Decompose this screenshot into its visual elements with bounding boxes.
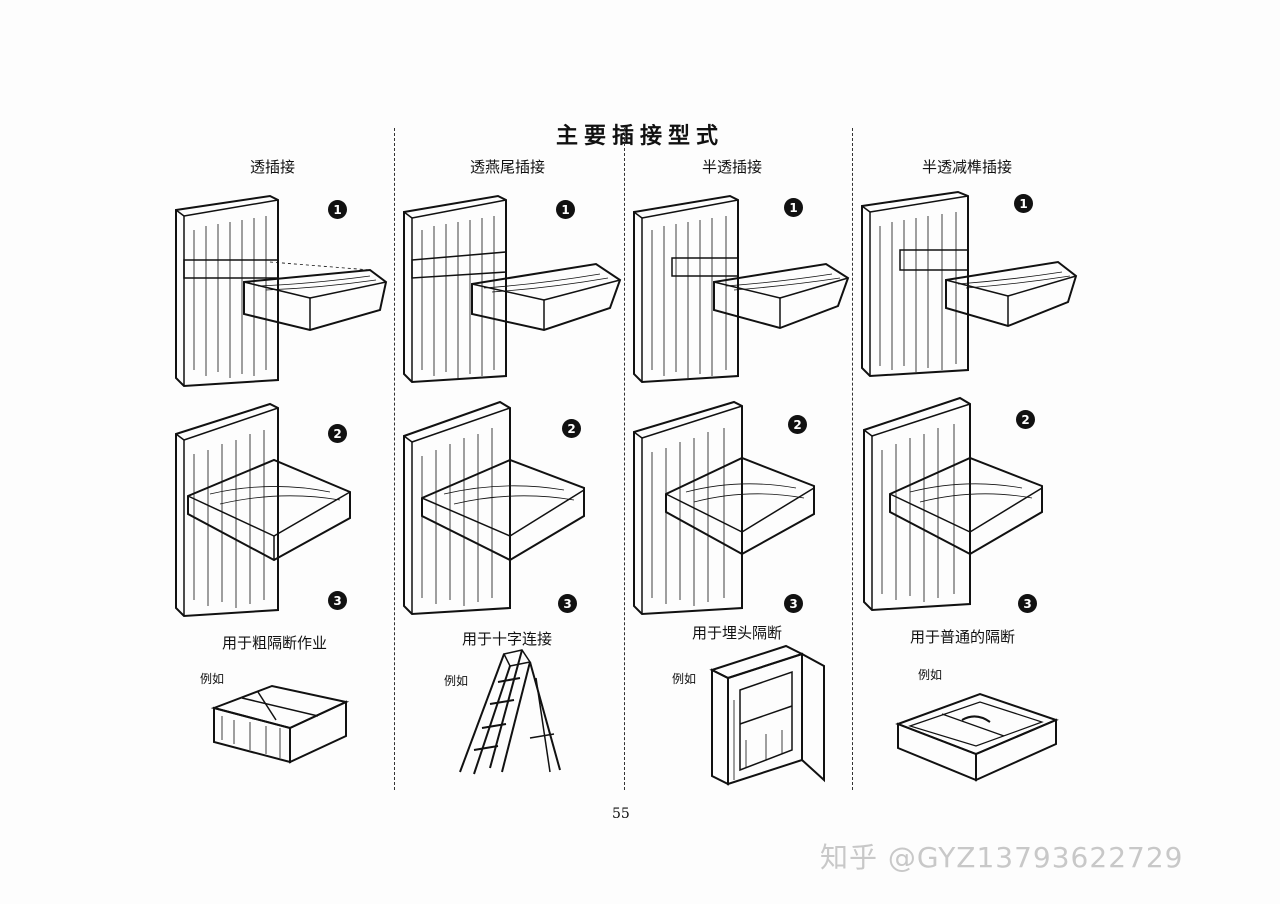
watermark: 知乎 @GYZ13793622729 (820, 841, 1184, 874)
cabinet-icon (709, 644, 825, 786)
column-title: 透插接 (250, 158, 296, 176)
usage-caption: 用于粗隔断作业 (222, 634, 328, 652)
page-number: 55 (612, 806, 630, 822)
step-badge: 3 (328, 591, 347, 610)
step-badge: 1 (328, 200, 347, 219)
assembled-joint-diagram (863, 396, 1043, 612)
step-badge: 1 (556, 200, 575, 219)
example-label: 例如 (672, 672, 697, 686)
example-label: 例如 (444, 674, 469, 688)
step-badge: 1 (1014, 194, 1033, 213)
exploded-joint-diagram (861, 190, 1078, 378)
column-title: 透燕尾插接 (470, 158, 546, 176)
step-badge: 3 (1018, 594, 1037, 613)
example-label: 例如 (200, 672, 225, 686)
divided-box-icon (210, 684, 350, 764)
step-badge: 3 (784, 594, 803, 613)
column-title: 半透减榫插接 (922, 158, 1013, 176)
usage-caption: 用于埋头隔断 (692, 624, 783, 642)
usage-caption: 用于普通的隔断 (910, 628, 1016, 646)
exploded-joint-diagram (403, 194, 622, 384)
step-badge: 2 (1016, 410, 1035, 429)
assembled-joint-diagram (175, 402, 351, 618)
exploded-joint-diagram (175, 194, 388, 388)
assembled-joint-diagram (633, 400, 815, 616)
step-badge: 3 (558, 594, 577, 613)
usage-caption: 用于十字连接 (462, 630, 553, 648)
step-badge: 1 (784, 198, 803, 217)
tray-icon (895, 692, 1059, 782)
column-divider (394, 128, 395, 790)
step-badge: 2 (788, 415, 807, 434)
step-badge: 2 (562, 419, 581, 438)
page-title: 主要插接型式 (555, 124, 724, 149)
step-ladder-icon (459, 649, 561, 775)
column-title: 半透插接 (702, 158, 763, 176)
assembled-joint-diagram (403, 400, 585, 616)
column-divider (624, 128, 625, 790)
example-label: 例如 (918, 668, 943, 682)
column-divider (852, 128, 853, 790)
exploded-joint-diagram (633, 194, 850, 384)
step-badge: 2 (328, 424, 347, 443)
